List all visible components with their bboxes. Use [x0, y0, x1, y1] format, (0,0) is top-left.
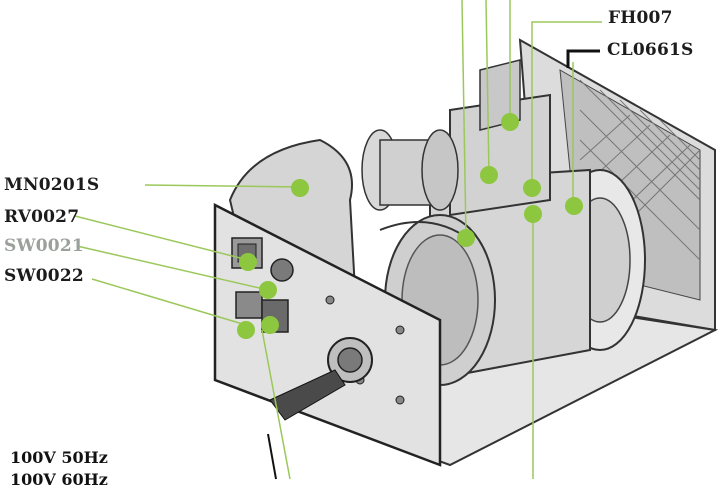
callout-dots [237, 113, 583, 339]
diagram-canvas: FH007 CL0661S MN0201S RV0027 SW0021 SW00… [4, 0, 719, 489]
leader-fh007 [531, 21, 602, 188]
label-cl0661s: CL0661S [607, 40, 694, 60]
leader-mn0201s [144, 184, 301, 188]
dot-cl0661s [565, 197, 583, 215]
dot-mn0201s [291, 179, 309, 197]
spec-voltage: 100V 50Hz [10, 448, 108, 467]
dot-sw0022 [261, 316, 279, 334]
dot-fh007 [523, 179, 541, 197]
dot-rv0027 [239, 253, 257, 271]
dot-inner-1 [457, 229, 475, 247]
spec-partial: 100V 60Hz [10, 470, 108, 489]
bottom-tick [267, 433, 277, 480]
dot-bottom [524, 205, 542, 223]
dot-sw0021 [259, 281, 277, 299]
dot-inner-3 [501, 113, 519, 131]
leader-lines [74, 0, 602, 480]
label-sw0021: SW0021 [4, 236, 84, 256]
leader-sw0021 [76, 245, 269, 291]
leader-top-1 [461, 0, 467, 239]
leader-rv0027 [74, 215, 249, 261]
label-mn0201s: MN0201S [4, 175, 100, 195]
dot-inner-2 [480, 166, 498, 184]
coil [361, 129, 459, 211]
label-rv0027: RV0027 [4, 207, 80, 227]
cl0661s-bracket-mark [566, 49, 600, 68]
leader-cord [261, 329, 291, 480]
label-sw0022: SW0022 [4, 266, 84, 286]
label-fh007: FH007 [608, 8, 673, 28]
device-illustration [74, 0, 719, 480]
leader-top-2 [485, 0, 490, 176]
transformer [379, 168, 646, 386]
power-cord [269, 337, 373, 421]
leader-sw0022 [91, 278, 247, 326]
front-controls [231, 237, 405, 405]
dot-cord [237, 321, 255, 339]
